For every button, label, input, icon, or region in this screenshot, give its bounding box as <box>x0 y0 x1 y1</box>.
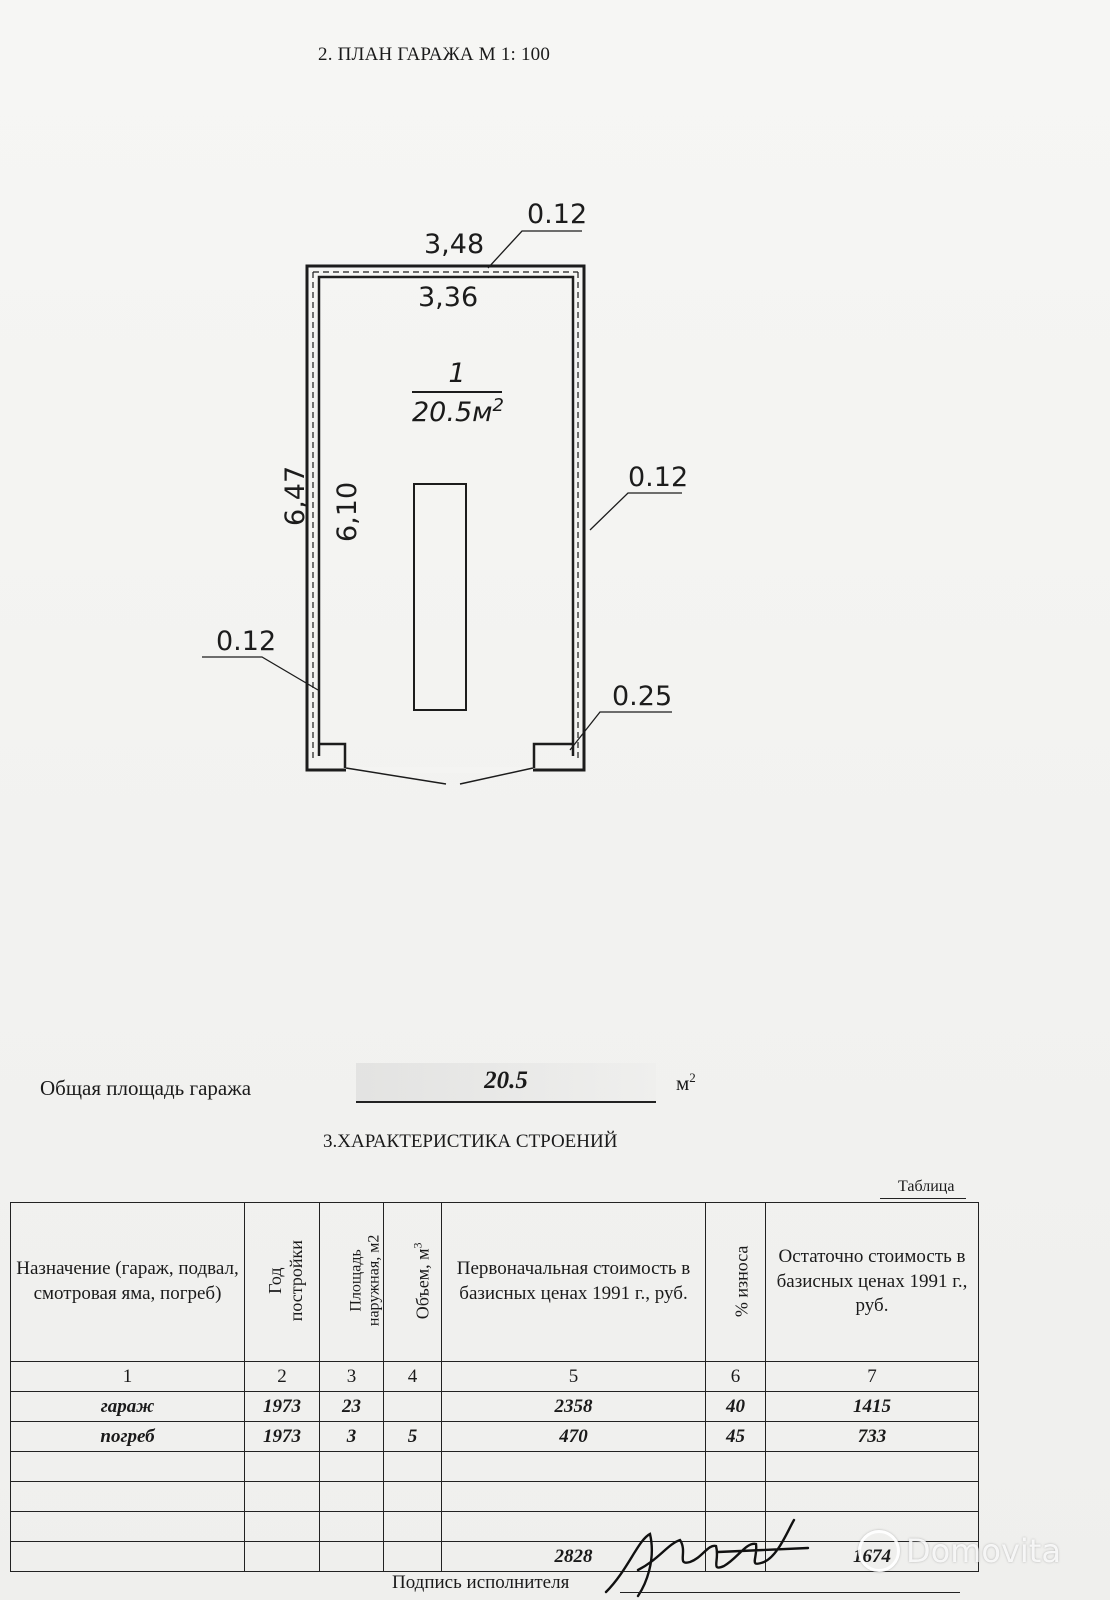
plan-door-right <box>459 767 534 785</box>
total-area-value: 20.5 <box>484 1067 528 1094</box>
total-area-label: Общая площадь гаража <box>40 1076 252 1100</box>
table-row-empty <box>10 1511 979 1542</box>
room-area: 20.5м <box>412 397 493 428</box>
dim-wall-top: 0.12 <box>527 199 588 230</box>
header-volume: Объем, м3 <box>383 1202 442 1362</box>
dim-inner-width: 3,36 <box>418 282 479 313</box>
table-row: погреб 1973 3 5 470 45 733 <box>10 1421 979 1452</box>
caption-rule <box>880 1198 966 1199</box>
signature-line <box>620 1592 960 1593</box>
plan-left-pier <box>319 742 347 768</box>
header-residual-cost: Остаточно стоимость в базисных ценах 199… <box>765 1202 979 1362</box>
table-header-row: Назначение (гараж, подвал, смотровая яма… <box>10 1202 979 1362</box>
room-area-exp: 2 <box>492 395 504 416</box>
total-area-field: 20.5 <box>356 1063 656 1103</box>
dim-outer-length: 6,47 <box>280 465 311 526</box>
plan-right-pier <box>532 742 573 768</box>
watermark-text: Domovita <box>906 1532 1061 1570</box>
dim-wall-right: 0.12 <box>628 462 689 493</box>
plan-title: 2. ПЛАН ГАРАЖА М 1: 100 <box>318 44 551 65</box>
leader-pier <box>569 711 672 751</box>
dim-outer-width: 3,48 <box>424 229 485 260</box>
leader-wall-right <box>589 492 682 531</box>
table-totals-row: 2828 1674 <box>10 1541 979 1572</box>
section-title: 3.ХАРАКТЕРИСТИКА СТРОЕНИЙ <box>323 1131 618 1152</box>
garage-floor-plan <box>202 230 682 785</box>
watermark-logo-icon <box>858 1530 900 1572</box>
plan-inspection-pit <box>413 483 467 711</box>
buildings-table: Назначение (гараж, подвал, смотровая яма… <box>10 1202 979 1572</box>
room-label: 1 20.5м2 <box>412 358 504 428</box>
plan-inner-wall <box>317 275 575 756</box>
dim-wall-left: 0.12 <box>216 626 277 657</box>
room-number: 1 <box>412 358 502 393</box>
total-area-unit: м2 <box>676 1070 696 1095</box>
leader-wall-left <box>202 656 319 691</box>
table-caption: Таблица <box>898 1178 955 1195</box>
signature-label: Подпись исполнителя <box>392 1572 570 1593</box>
dim-pier: 0.25 <box>612 681 673 712</box>
table-row-empty <box>10 1481 979 1512</box>
table-row: гараж 1973 23 2358 40 1415 <box>10 1391 979 1422</box>
leader-wall-top <box>487 230 582 269</box>
table-row-empty <box>10 1451 979 1482</box>
total-initial-cost: 2828 <box>441 1541 706 1572</box>
table-index-row: 1 2 3 4 5 6 7 <box>10 1361 979 1392</box>
header-wear: % износа <box>705 1202 766 1362</box>
handwritten-signature <box>604 1518 810 1598</box>
header-purpose: Назначение (гараж, подвал, смотровая яма… <box>10 1202 245 1362</box>
watermark: Domovita <box>858 1530 1061 1572</box>
dim-inner-length: 6,10 <box>332 481 363 542</box>
header-initial-cost: Первоначальная стоимость в базисных цена… <box>441 1202 706 1362</box>
plan-door-left <box>345 767 447 785</box>
